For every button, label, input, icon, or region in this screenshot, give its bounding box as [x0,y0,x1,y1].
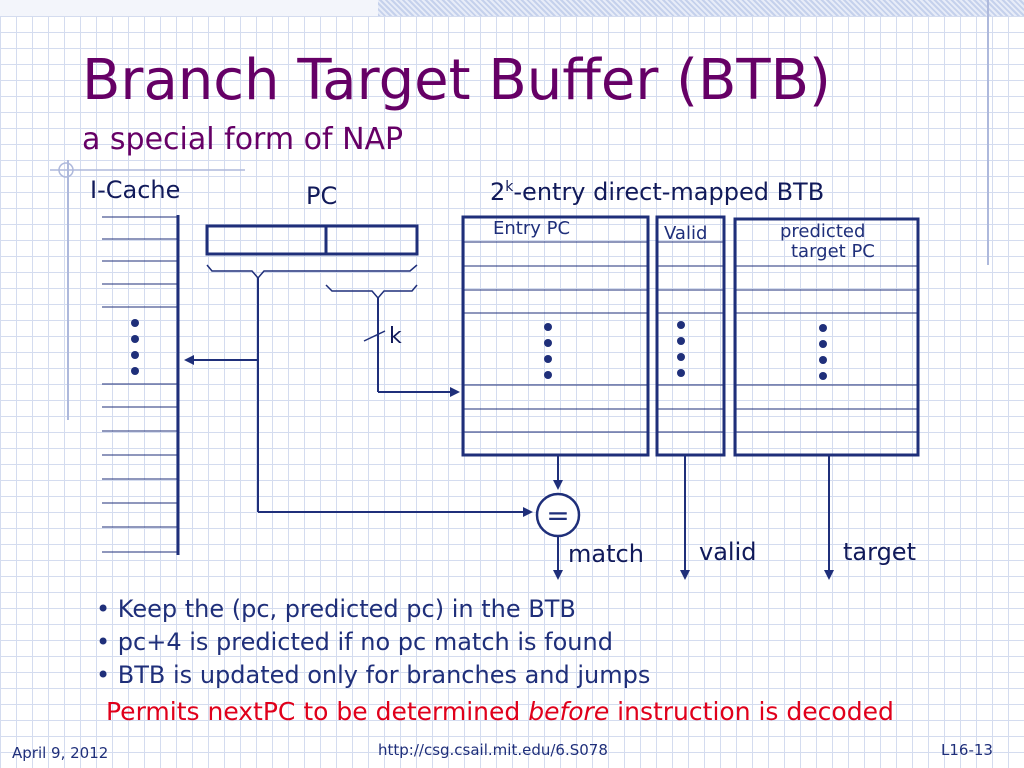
icache-block [102,215,180,555]
btb-entry-pc-ellipsis [544,323,552,379]
btb-title-base: 2 [490,178,506,206]
footer-date: April 9, 2012 [12,744,109,762]
comparator-symbol: = [546,499,569,532]
btb-title-exponent: k [505,179,514,195]
pc-field-braces [206,264,418,342]
note-text-after: instruction is decoded [609,697,894,726]
icache-label: I-Cache [90,176,181,204]
footer-url: http://csg.csail.mit.edu/6.S078 [378,741,608,759]
slide-subtitle: a special form of NAP [82,122,404,157]
btb-title: 2k-entry direct-mapped BTB [490,180,824,204]
footer-slide-number: L16-13 [941,741,993,759]
note-emphasis: before [528,697,610,726]
match-label: match [568,540,644,568]
btb-valid-ellipsis [677,321,685,377]
pc-label: PC [306,182,338,210]
predicted-label-line2: target PC [791,241,875,262]
valid-output-label: valid [699,538,757,566]
entry-pc-label: Entry PC [493,218,571,239]
highlight-note: Permits nextPC to be determined before i… [106,697,894,726]
header-band-left [0,0,378,16]
target-output-label: target [843,538,916,566]
bullet-item: pc+4 is predicted if no pc match is foun… [96,626,650,659]
note-text-before: Permits nextPC to be determined [106,697,529,726]
bullet-list: Keep the (pc, predicted pc) in the BTB p… [96,593,651,692]
datapath-wires [184,278,834,580]
slide-title: Branch Target Buffer (BTB) [82,48,831,113]
bullet-item: Keep the (pc, predicted pc) in the BTB [96,593,650,626]
btb-target-column [733,217,920,457]
predicted-label-line1: predicted [780,221,866,242]
bullet-item: BTB is updated only for branches and jum… [96,659,651,692]
btb-entry-pc-column [461,215,650,457]
header-band-pattern [378,0,1024,16]
k-label: k [389,324,402,349]
icache-ellipsis [131,319,139,375]
valid-column-label: Valid [664,223,708,244]
pc-register [205,224,419,256]
comparator: = [535,492,581,538]
btb-valid-column [655,215,726,457]
btb-title-rest: -entry direct-mapped BTB [513,178,825,206]
btb-target-ellipsis [819,324,827,380]
